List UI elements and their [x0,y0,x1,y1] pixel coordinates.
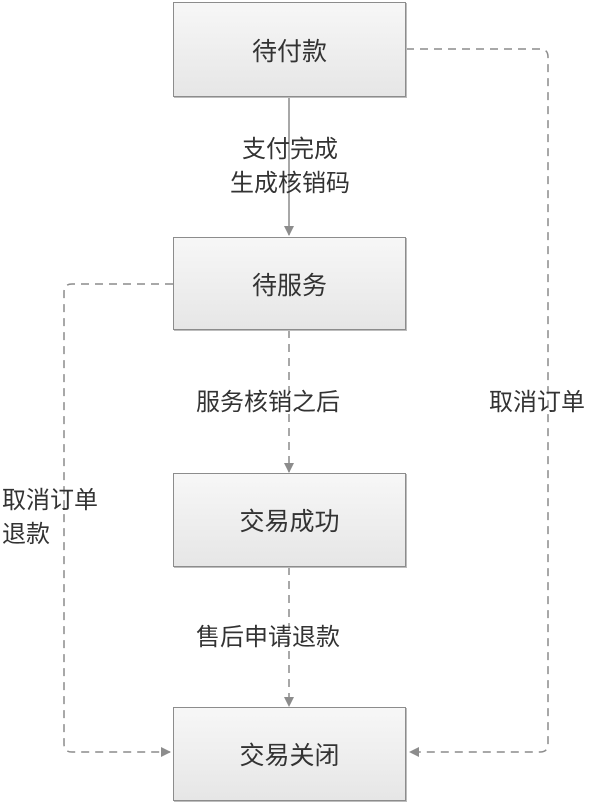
node-pending-payment: 待付款 [173,2,406,97]
edge-verify-label: 服务核销之后 [196,388,340,416]
node-trade-closed: 交易关闭 [173,707,406,801]
node-trade-success: 交易成功 [173,473,406,567]
edge-pay-label-line1: 支付完成 [242,135,338,163]
edge-after-sale-label: 售后申请退款 [196,623,340,651]
node-pending-service: 待服务 [173,237,406,330]
edge-cancel-left-label-line1: 取消订单 [2,486,98,514]
edge-pay-label-line2: 生成核销码 [230,169,350,197]
edge-cancel-left-label-line2: 退款 [2,520,50,548]
edge-cancel-left-label: 取消订单 退款 [2,483,98,551]
edge-pay-label: 支付完成 生成核销码 [216,132,364,200]
edge-cancel-right-arrow [406,48,549,757]
edge-cancel-right-label: 取消订单 [489,388,585,416]
edge-cancel-left-arrow [63,283,173,757]
